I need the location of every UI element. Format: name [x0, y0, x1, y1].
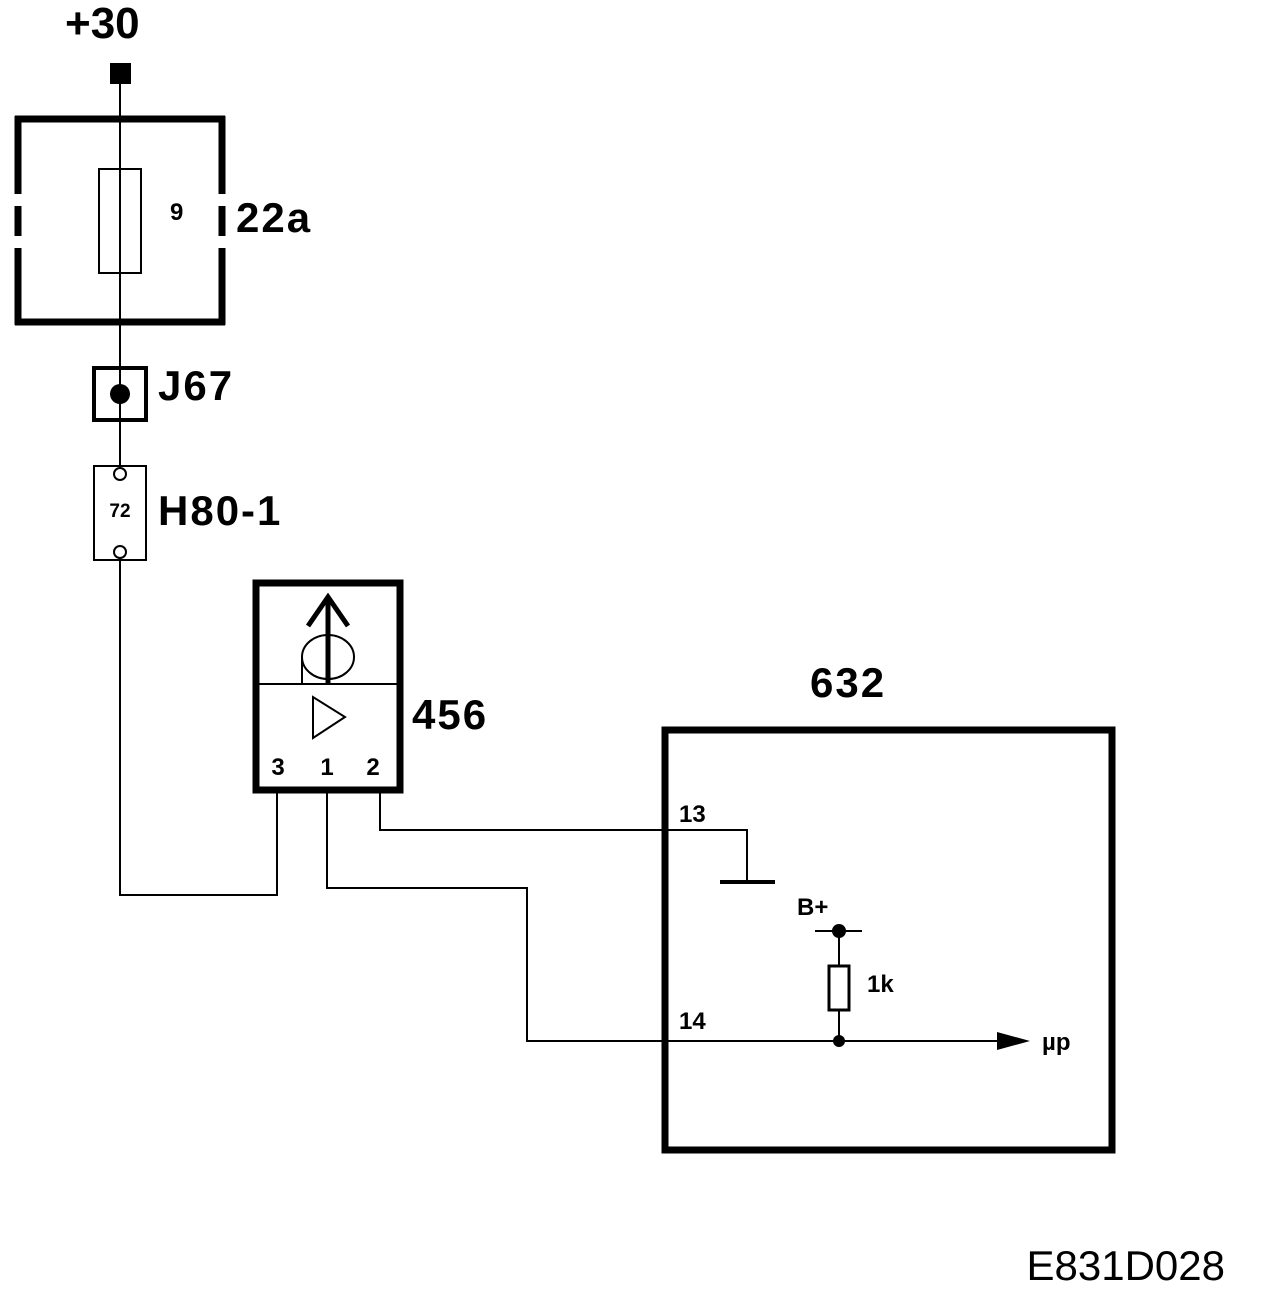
supply-label: +30 [65, 0, 140, 48]
connector-pin-number: 72 [109, 501, 130, 522]
fuse-box [14, 115, 226, 326]
supply-b-plus-label: B+ [797, 894, 828, 921]
sensor-pin-3: 3 [271, 754, 284, 781]
control-unit-pin-13: 13 [679, 801, 706, 828]
sensor-label: 456 [412, 691, 488, 738]
diagram-code: E831D028 [1027, 1242, 1226, 1289]
supply-terminal [110, 63, 131, 84]
sensor-pin-1: 1 [320, 754, 333, 781]
junction-label: J67 [158, 362, 234, 409]
resistor-icon [827, 964, 851, 1012]
control-unit-pin-14: 14 [679, 1008, 706, 1035]
connector-pin-top [113, 467, 127, 481]
sensor-pin-2: 2 [366, 754, 379, 781]
control-unit-body [661, 726, 1116, 1154]
wire-sensor-pin2-to-pin13 [379, 790, 748, 882]
fuse-box-label: 22a [236, 194, 312, 241]
junction-dot [110, 384, 130, 404]
signal-node [833, 1035, 845, 1047]
control-unit-label: 632 [810, 659, 886, 706]
output-arrow-icon [997, 1032, 1030, 1050]
connector-label: H80-1 [158, 487, 282, 534]
wire-sensor-pin1-to-pin14 [326, 790, 1000, 1042]
resistor-label: 1k [867, 971, 894, 998]
connector-body [93, 465, 147, 561]
amplifier-icon [312, 695, 347, 740]
output-label: µp [1042, 1029, 1071, 1056]
connector-pin-bottom [113, 545, 127, 559]
rotation-sensor-icon [301, 592, 355, 684]
wire-connector-to-sensor-pin3 [119, 558, 278, 896]
fuse-number: 9 [170, 199, 183, 226]
